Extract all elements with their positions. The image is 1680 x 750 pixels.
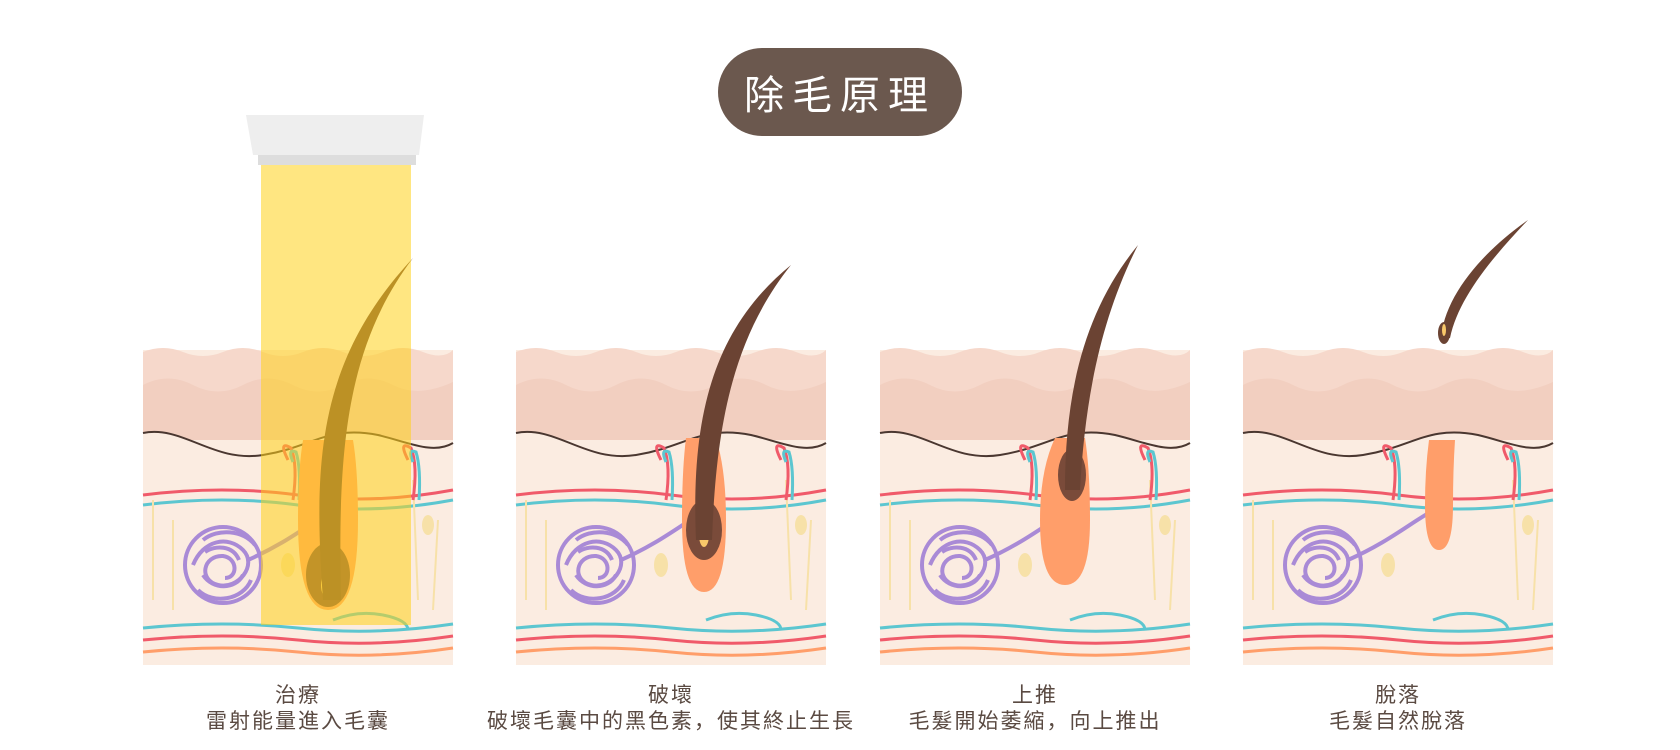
stage-treat-caption: 治療 雷射能量進入毛囊 bbox=[43, 682, 553, 734]
stage-destroy-title: 破壞 bbox=[648, 683, 694, 707]
page-title: 除毛原理 bbox=[718, 48, 962, 136]
stage-push-title: 上推 bbox=[1012, 683, 1058, 707]
falling-hair-icon bbox=[1438, 220, 1528, 344]
hair-icon bbox=[695, 265, 791, 540]
stage-push-caption: 上推 毛髮開始萎縮，向上推出 bbox=[780, 682, 1290, 734]
stage-destroy-caption: 破壞 破壞毛囊中的黑色素，使其終止生長 bbox=[416, 682, 926, 734]
laser-beam-icon bbox=[261, 165, 411, 625]
laser-device-icon bbox=[246, 115, 424, 165]
stage-destroy-desc: 破壞毛囊中的黑色素，使其終止生長 bbox=[487, 709, 855, 733]
follicle-icon bbox=[1425, 440, 1455, 550]
stage-treat-title: 治療 bbox=[275, 683, 321, 707]
stage-treat: 治療 雷射能量進入毛囊 bbox=[141, 0, 455, 750]
stage-destroy-illustration bbox=[514, 265, 828, 667]
stage-treat-illustration bbox=[141, 115, 455, 667]
stage-destroy: 破壞 破壞毛囊中的黑色素，使其終止生長 bbox=[487, 0, 853, 750]
follicle-icon bbox=[1040, 438, 1090, 585]
stage-shed-illustration bbox=[1241, 220, 1555, 667]
stage-shed: 脫落 毛髮自然脫落 bbox=[1241, 0, 1555, 750]
hair-icon bbox=[1065, 245, 1138, 490]
stage-shed-caption: 脫落 毛髮自然脫落 bbox=[1143, 682, 1653, 734]
stage-push: 上推 毛髮開始萎縮，向上推出 bbox=[878, 0, 1192, 750]
stage-treat-desc: 雷射能量進入毛囊 bbox=[206, 709, 390, 733]
stage-push-illustration bbox=[878, 245, 1192, 667]
stage-shed-desc: 毛髮自然脫落 bbox=[1329, 709, 1467, 733]
stage-push-desc: 毛髮開始萎縮，向上推出 bbox=[908, 709, 1162, 733]
stage-shed-title: 脫落 bbox=[1375, 683, 1421, 707]
